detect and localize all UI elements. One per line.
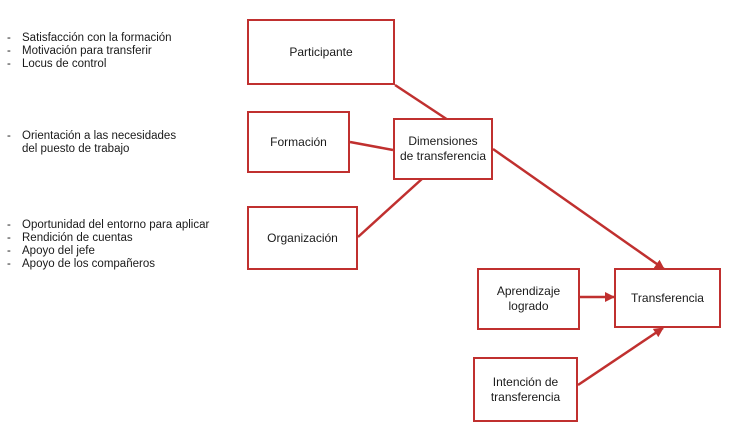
list-item: -Rendición de cuentas <box>7 232 133 244</box>
node-participante: Participante <box>247 19 395 85</box>
participant-factors-list: -Satisfacción con la formación -Motivaci… <box>0 32 172 71</box>
connector-organizacion-dimensiones <box>357 177 424 238</box>
organization-factors-list: -Oportunidad del entorno para aplicar -R… <box>0 219 209 271</box>
node-label: Transferencia <box>631 290 704 305</box>
list-item: -Motivación para transferir <box>7 45 152 57</box>
arrow-intencion-transferencia <box>577 326 664 387</box>
node-organizacion: Organización <box>247 206 358 270</box>
node-label: Formación <box>270 134 327 149</box>
node-label: Aprendizaje logrado <box>496 284 561 313</box>
training-factors-list: -Orientación a las necesidades del puest… <box>0 130 176 156</box>
node-intencion-transferencia: Intención de transferencia <box>473 357 578 422</box>
node-aprendizaje-logrado: Aprendizaje logrado <box>477 268 580 330</box>
connector-formacion-dimensiones <box>349 140 394 152</box>
list-item: -Apoyo de los compañeros <box>7 258 155 270</box>
list-item: -Locus de control <box>7 58 107 70</box>
node-formacion: Formación <box>247 111 350 173</box>
list-item: -Apoyo del jefe <box>7 245 95 257</box>
connector-participante-dimensiones <box>394 83 449 122</box>
list-item: -Orientación a las necesidades del puest… <box>7 130 177 155</box>
arrow-dimensiones-transferencia <box>492 147 665 271</box>
list-item: -Satisfacción con la formación <box>7 32 172 44</box>
list-item: -Oportunidad del entorno para aplicar <box>7 219 210 231</box>
node-label: Intención de transferencia <box>490 374 561 404</box>
node-label: Participante <box>289 44 353 59</box>
node-label: Dimensiones de transferencia <box>399 134 487 163</box>
node-transferencia: Transferencia <box>614 268 721 328</box>
node-label: Organización <box>267 230 338 245</box>
node-dimensiones-transferencia: Dimensiones de transferencia <box>393 118 493 180</box>
